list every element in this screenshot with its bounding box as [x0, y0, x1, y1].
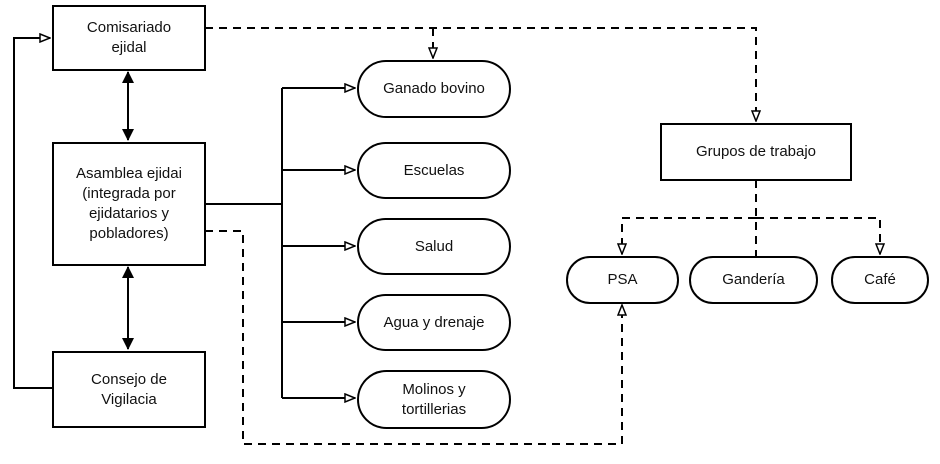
node-label: Café — [864, 271, 896, 288]
node-consejo-vigilancia: Consejo de Vigilacia — [52, 351, 206, 428]
node-label: Grupos de trabajo — [695, 143, 817, 160]
edge-grupos-psa — [622, 217, 756, 254]
node-label: Gandería — [722, 271, 785, 288]
node-molinos-tortillerias: Molinos y tortillerias — [357, 370, 511, 429]
node-label: Escuelas — [403, 161, 465, 179]
node-label: Consejo de Vigilacia — [91, 370, 167, 408]
node-escuelas: Escuelas — [357, 142, 511, 199]
node-grupos-trabajo: Grupos de trabajo — [660, 123, 852, 181]
node-salud: Salud — [357, 218, 511, 275]
node-agua-drenaje: Agua y drenaje — [357, 294, 511, 351]
edge-consejo-comisariado — [13, 38, 52, 389]
node-label: Comisariado ejidal — [86, 19, 172, 56]
node-label: PSA — [607, 271, 638, 288]
node-comisariado-ejidal: Comisariado ejidal — [52, 5, 206, 71]
node-ganderia: Gandería — [689, 256, 818, 304]
node-cafe: Café — [831, 256, 929, 304]
edge-comisariado-grupos — [205, 27, 756, 121]
node-ganado-bovino: Ganado bovino — [357, 60, 511, 118]
node-label: Agua y drenaje — [383, 313, 485, 331]
edge-asamblea-psa — [205, 230, 622, 445]
edge-grupos-cafe — [756, 217, 880, 254]
node-label: Ganado bovino — [383, 80, 485, 97]
node-psa: PSA — [566, 256, 679, 304]
node-label: Asamblea ejidai (integrada por ejidatari… — [76, 165, 182, 242]
node-label: Salud — [414, 237, 454, 255]
node-asamblea-ejidal: Asamblea ejidai (integrada por ejidatari… — [52, 142, 206, 266]
node-label: Molinos y tortillerias — [401, 380, 467, 418]
